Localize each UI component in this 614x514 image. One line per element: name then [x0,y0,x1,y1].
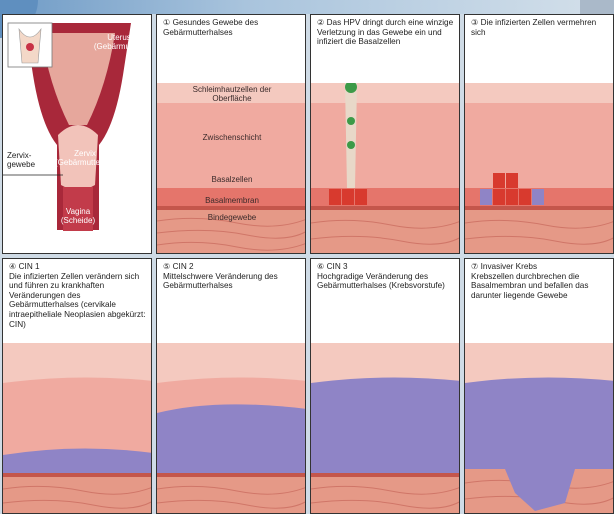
tissue-illustration [311,343,460,513]
tissue-illustration [465,83,614,253]
panel-text: Die infizierten Zellen verändern sich un… [9,272,147,330]
panel-title: CIN 1 [19,262,40,271]
cervix-label: Zervix (Gebärmutterhals) [55,149,115,167]
panel-1-healthy: ① Gesundes Gewebe des Gebärmutterhalses … [156,14,306,254]
panel-number: ⑤ [163,262,170,271]
panel-number: ⑥ [317,262,324,271]
corner-decoration-right [580,0,614,14]
tissue-illustration [157,343,306,513]
panel-2-hpv-entry: ② Das HPV dringt durch eine winzige Verl… [310,14,460,254]
panel-number: ⑦ [471,262,478,271]
uterus-label: Uterus (Gebärmutter) [91,33,147,51]
label-intermediate-layer: Zwischenschicht [177,133,287,142]
anatomy-panel: Uterus (Gebärmutter) Zervix (Gebärmutter… [2,14,152,254]
panel-text: Mittelschwere Veränderung des Gebärmutte… [163,272,301,291]
panel-number: ① [163,18,170,27]
label-basal-membrane: Basalmembran [177,196,287,205]
panel-text: Krebszellen durchbrechen die Basalmembra… [471,272,609,301]
panel-3-proliferation: ③ Die infizierten Zellen vermehren sich [464,14,614,254]
panel-title: CIN 3 [327,262,348,271]
panel-title: Invasiver Krebs [481,262,537,271]
label-surface-cells: Schleimhautzellen der Oberfläche [177,85,287,103]
header-bar [0,0,614,14]
panel-title: CIN 2 [173,262,194,271]
panel-number: ② [317,18,324,27]
panel-number: ③ [471,18,478,27]
tissue-illustration [3,343,152,513]
panel-title: Die infizierten Zellen vermehren sich [471,18,596,37]
panel-number: ④ [9,262,16,271]
zervix-gewebe-label: Zervix-gewebe [7,151,41,169]
label-basal-cells: Basalzellen [177,175,287,184]
panel-title: Das HPV dringt durch eine winzige Verlet… [317,18,453,46]
tissue-illustration [311,83,460,253]
panel-text: Hochgradige Veränderung des Gebärmutterh… [317,272,455,291]
panel-title: Gesundes Gewebe des Gebärmutterhalses [163,18,258,37]
tissue-illustration [157,83,306,253]
tissue-illustration [465,343,614,513]
vagina-label: Vagina (Scheide) [55,207,101,225]
label-connective-tissue: Bindegewebe [177,213,287,222]
